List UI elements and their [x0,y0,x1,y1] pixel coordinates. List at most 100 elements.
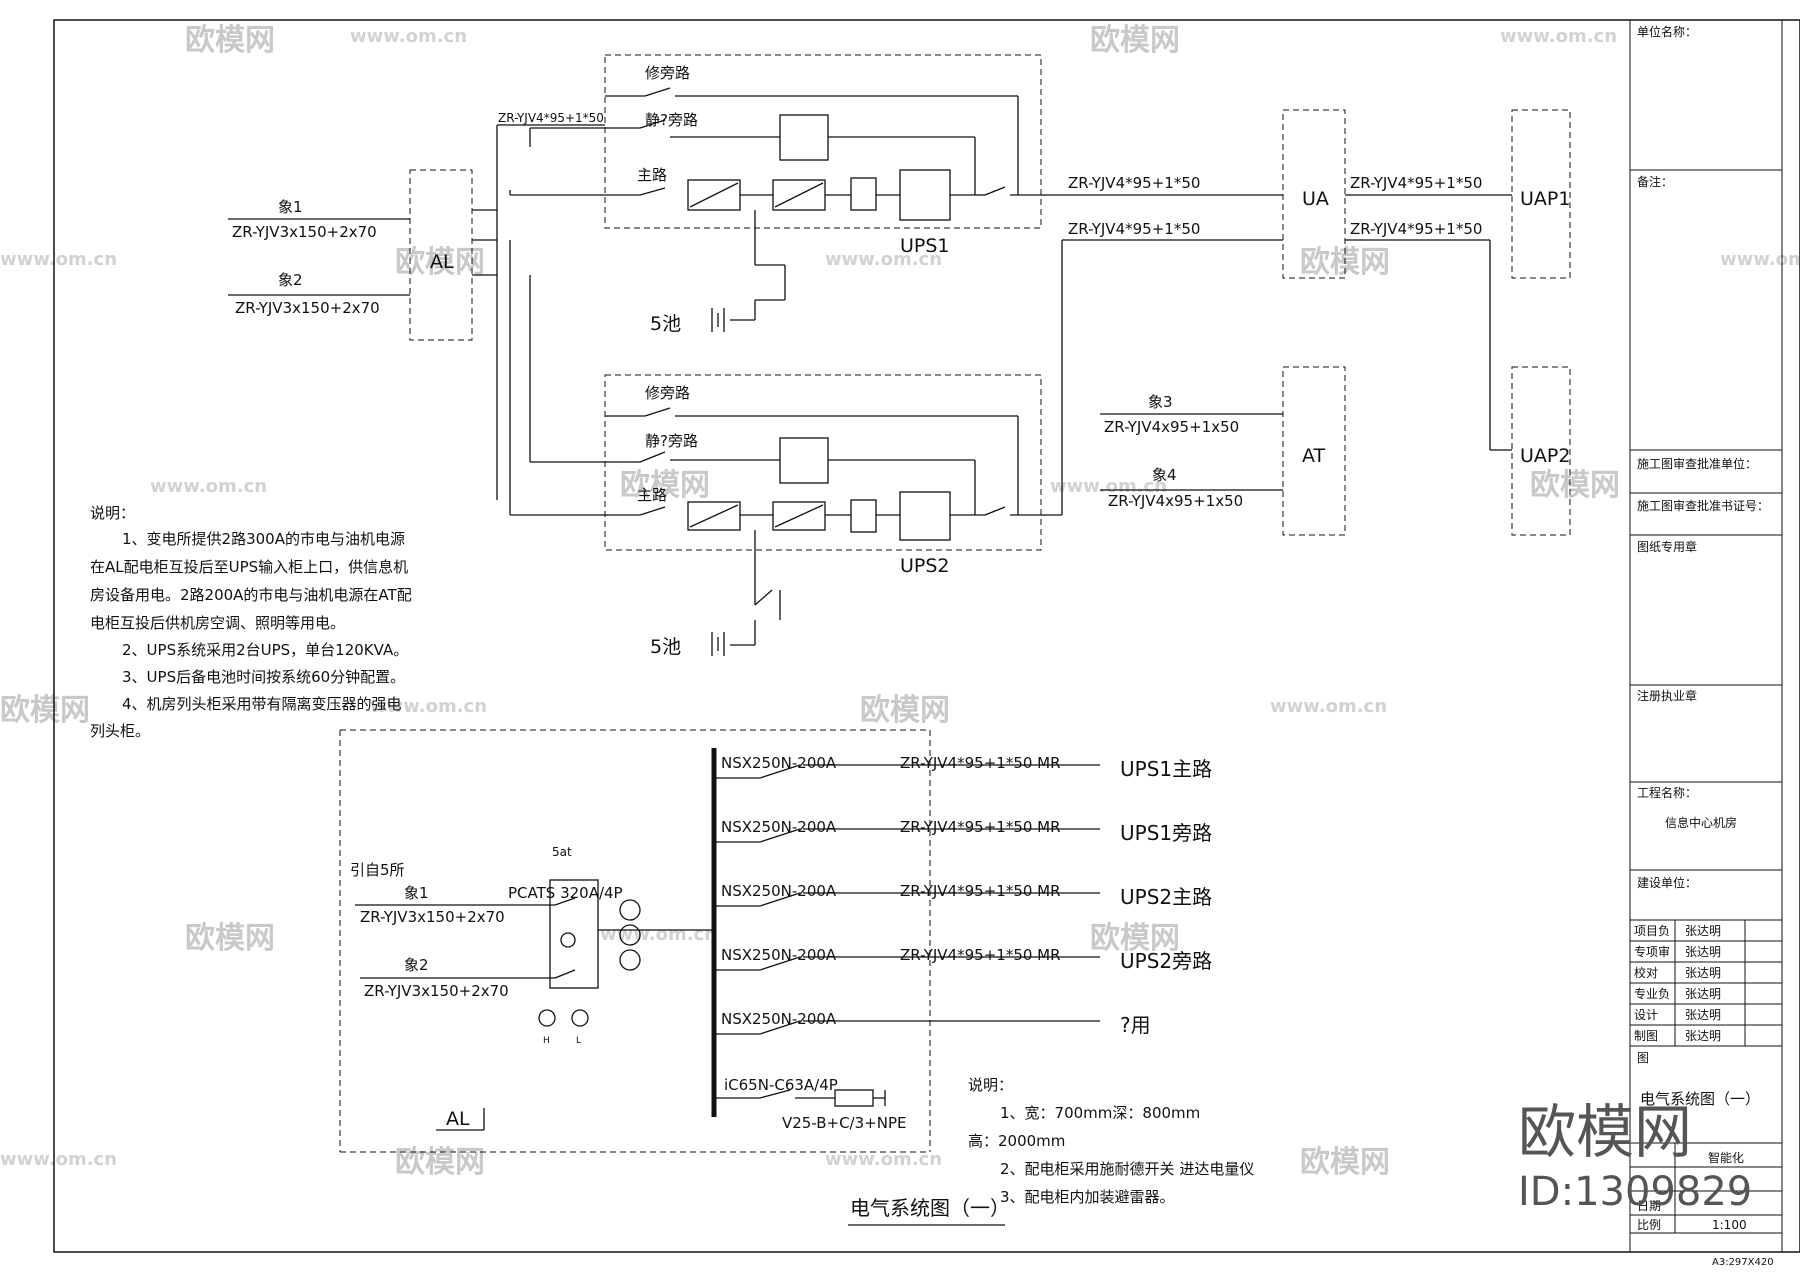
branch-cable: ZR-YJV4*95+1*50 MR [900,754,1061,772]
diagram-caption: 电气系统图（一） [850,1196,1010,1220]
seal-label: 图纸专用章 [1637,539,1697,554]
feeder4-cable: ZR-YJV4x95+1x50 [1108,492,1243,510]
watermark-url: www.om.cn [0,249,117,270]
cabinet-notes-line: 高：2000mm [968,1132,1065,1150]
watermark-brand: 欧模网 [620,468,710,503]
sheet-size: A3:297X420 [1712,1257,1774,1268]
watermark-url: www.om.cn [150,476,267,497]
role-name: 张达明 [1685,945,1721,959]
watermark-url: www.om.cn [350,26,467,47]
role-label: 制图 [1634,1029,1658,1043]
title-block [1629,20,1783,1252]
branch-breaker: NSX250N-200A [721,818,837,836]
watermark-brand: 欧模网 [0,693,90,728]
branch-cable: ZR-YJV4*95+1*50 MR [900,946,1061,964]
l-label: L [576,1036,581,1046]
notes-line: 1、变电所提供2路300A的市电与油机电源 [122,530,405,548]
in1-label: 象1 [404,884,429,902]
sheet-border [53,19,1800,1253]
watermark-brand: 欧模网 [185,23,275,58]
watermark-url: www.om.cn [0,1149,117,1170]
h-label: H [543,1036,550,1046]
watermark-brand: 欧模网 [1090,921,1180,956]
role-name: 张达明 [1685,1008,1721,1022]
al-label: AL [430,251,454,273]
project-name: 信息中心机房 [1665,815,1737,830]
ups2-label: UPS2 [900,555,950,577]
role-label: 专项审 [1634,944,1670,959]
approval-cert-label: 施工图审查批准书证号： [1637,498,1769,513]
feeder2-cable: ZR-YJV3x150+2x70 [235,299,380,317]
feeder3-label: 象3 [1148,393,1173,411]
ups2-main-path: 主路 [637,486,667,504]
cabinet-notes-line: 3、配电柜内加装避雷器。 [1000,1188,1175,1206]
approval-unit-label: 施工图审查批准单位： [1637,456,1757,471]
branch-breaker: NSX250N-200A [721,754,837,772]
notes-line: 电柜互投后供机房空调、照明等用电。 [90,614,345,632]
role-label: 设计 [1634,1008,1658,1022]
branch-breaker: NSX250N-200A [721,946,837,964]
role-name: 张达明 [1685,987,1721,1001]
in2-cable: ZR-YJV3x150+2x70 [364,982,509,1000]
branch-cable: ZR-YJV4*95+1*50 MR [900,882,1061,900]
notes-line: 在AL配电柜互投后至UPS输入柜上口，供信息机 [90,558,408,576]
notes-line: 2、UPS系统采用2台UPS，单台120KVA。 [122,641,408,659]
spd-breaker: iC65N-C63A/4P [724,1076,838,1094]
top-diagram [228,54,1571,656]
ups1-out-cable: ZR-YJV4*95+1*50 [1068,174,1200,192]
watermark-logo-text: 欧模网 [1518,1098,1692,1166]
cabinet-notes-line: 2、配电柜采用施耐德开关 进达电量仪 [1000,1160,1254,1178]
spd-model: V25-B+C/3+NPE [782,1114,906,1132]
watermark-brand: 欧模网 [1090,23,1180,58]
feeder1-label: 象1 [278,198,303,216]
in2-label: 象2 [404,956,429,974]
role-name: 张达明 [1685,924,1721,938]
branch-breaker: NSX250N-200A [721,1010,837,1028]
watermark-url: www.om.cn [1050,476,1167,497]
scale-label: 比例 [1637,1218,1661,1232]
scale-value: 1:100 [1712,1218,1747,1232]
battery2-label: 5池 [650,636,681,658]
watermark-url: www.om.cn [1500,26,1617,47]
feeder3-cable: ZR-YJV4x95+1x50 [1104,418,1239,436]
branch-dest: UPS2主路 [1120,885,1212,909]
watermark-brand: 欧模网 [395,1145,485,1180]
feeder2-label: 象2 [278,271,303,289]
source-label: 引自5所 [350,861,405,879]
ups2-static-bypass: 静?旁路 [645,432,698,450]
watermark-brand: 欧模网 [1300,1145,1390,1180]
date-label: 日期 [1637,1199,1661,1213]
ups1-label: UPS1 [900,235,950,257]
branch-cable: ZR-YJV4*95+1*50 MR [900,818,1061,836]
feeder4-label: 象4 [1152,466,1177,484]
branch-dest: UPS1旁路 [1120,821,1212,845]
ups1-maint-bypass: 修旁路 [645,64,690,82]
branch-breaker: NSX250N-200A [721,882,837,900]
bottom-diagram [339,729,1100,1226]
remarks-label: 备注： [1637,174,1673,189]
ups1-static-bypass: 静?旁路 [645,111,698,129]
branch-dest: UPS2旁路 [1120,949,1212,973]
drawing-name: 电气系统图（一） [1640,1090,1760,1108]
cabinet-notes-line: 1、宽：700mm深：800mm [1000,1104,1200,1122]
notes: 说明： 1、变电所提供2路300A的市电与油机电源 在AL配电柜互投后至UPS输… [90,504,412,740]
watermark-url: www.om.cn [1720,249,1800,270]
branch-dest: ?用 [1120,1013,1151,1037]
watermark-brand: 欧模网 [185,921,275,956]
panel-label: AL [446,1108,470,1130]
cabinet-notes-heading: 说明： [968,1076,1013,1094]
notes-line: 4、机房列头柜采用带有隔离变压器的强电 [122,695,402,713]
notes-heading: 说明： [90,504,135,522]
uap2-label: UAP2 [1520,445,1570,467]
ups2-maint-bypass: 修旁路 [645,384,690,402]
watermark-brand: 欧模网 [1530,468,1620,503]
ua-uap1-cable: ZR-YJV4*95+1*50 [1350,174,1482,192]
watermark-id: ID:1309829 [1518,1169,1752,1215]
uap1-label: UAP1 [1520,188,1570,210]
reg-seal-label: 注册执业章 [1637,688,1697,703]
notes-line: 列头柜。 [90,722,150,740]
bottom-diagram-labels: 引自5所 象1 ZR-YJV3x150+2x70 象2 ZR-YJV3x150+… [350,754,1254,1220]
ats-label: PCATS 320A/4P [508,884,623,902]
ua-label: UA [1302,188,1329,210]
ua-uap2-cable: ZR-YJV4*95+1*50 [1350,220,1482,238]
